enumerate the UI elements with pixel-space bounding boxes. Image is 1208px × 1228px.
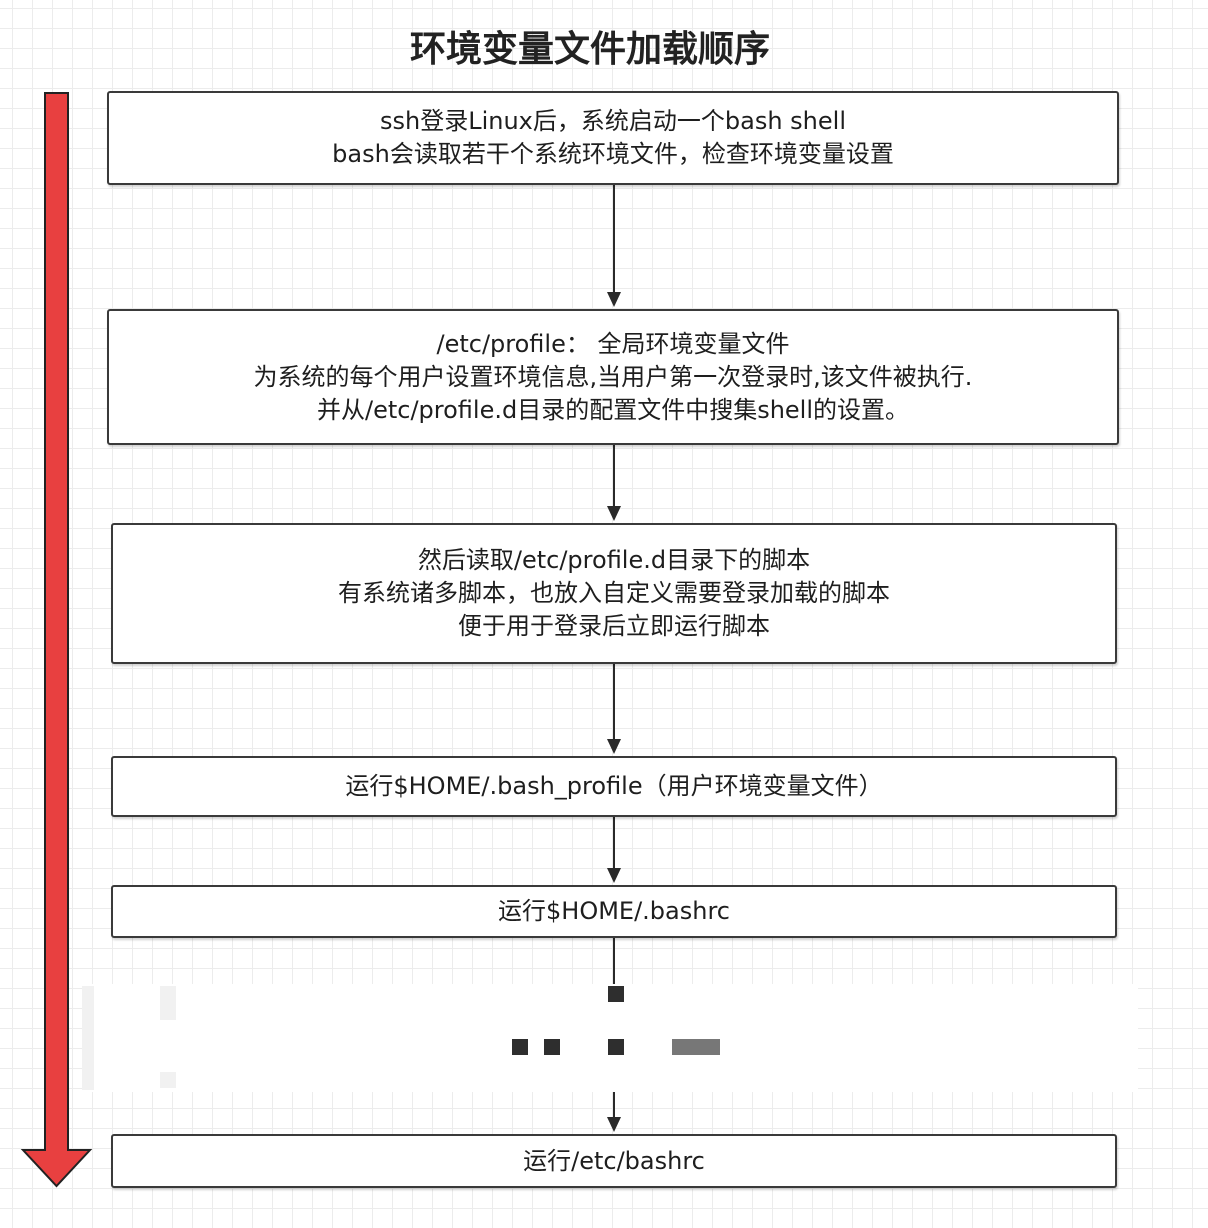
step-text: 运行/etc/bashrc xyxy=(523,1146,705,1175)
connector-1-2 xyxy=(607,185,621,307)
step-box-profile-d: 然后读取/etc/profile.d目录下的脚本 有系统诸多脚本，也放入自定义需… xyxy=(111,523,1117,664)
redacted-block xyxy=(512,1039,528,1055)
diagram-title: 环境变量文件加载顺序 xyxy=(409,29,770,70)
connector-2-3 xyxy=(607,445,621,521)
step-box-etc-bashrc: 运行/etc/bashrc xyxy=(111,1134,1117,1188)
load-order-arrow xyxy=(20,92,93,1188)
step-text: ssh登录Linux后，系统启动一个bash shell xyxy=(380,107,846,135)
step-text: 运行$HOME/.bash_profile（用户环境变量文件） xyxy=(345,772,883,800)
step-box-etc-profile: /etc/profile： 全局环境变量文件 为系统的每个用户设置环境信息,当用… xyxy=(107,309,1119,445)
step-text: /etc/profile： 全局环境变量文件 xyxy=(436,329,790,358)
connector-3-4 xyxy=(607,664,621,754)
redacted-block xyxy=(82,986,94,1090)
redacted-block xyxy=(608,1039,624,1055)
step-text: bash会读取若干个系统环境文件，检查环境变量设置 xyxy=(332,140,894,168)
redacted-block xyxy=(160,986,176,1020)
redacted-block xyxy=(608,986,624,1002)
step-box-bash-profile: 运行$HOME/.bash_profile（用户环境变量文件） xyxy=(111,756,1117,817)
connector-4-5 xyxy=(607,817,621,883)
step-text: 运行$HOME/.bashrc xyxy=(498,897,730,925)
redacted-region xyxy=(82,984,1138,1092)
step-text: 并从/etc/profile.d目录的配置文件中搜集shell的设置。 xyxy=(316,395,910,424)
step-box-ssh-login: ssh登录Linux后，系统启动一个bash shell bash会读取若干个系… xyxy=(107,91,1119,185)
step-text: 为系统的每个用户设置环境信息,当用户第一次登录时,该文件被执行. xyxy=(253,362,973,391)
step-text: 有系统诸多脚本，也放入自定义需要登录加载的脚本 xyxy=(338,579,890,607)
step-box-bashrc: 运行$HOME/.bashrc xyxy=(111,885,1117,938)
redacted-block xyxy=(672,1039,720,1055)
redacted-block xyxy=(544,1039,560,1055)
redacted-block xyxy=(160,1072,176,1088)
step-text: 便于用于登录后立即运行脚本 xyxy=(458,612,770,640)
step-text: 然后读取/etc/profile.d目录下的脚本 xyxy=(417,546,811,574)
